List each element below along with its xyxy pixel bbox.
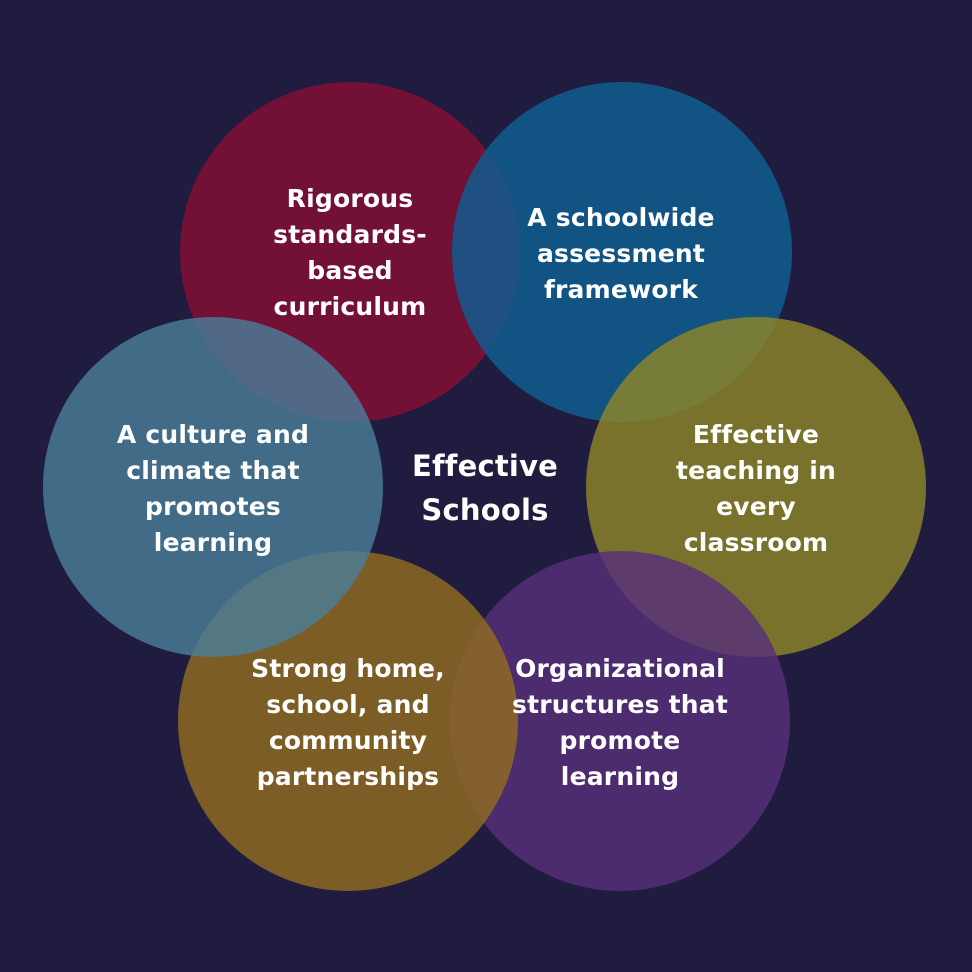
circle-culture bbox=[43, 317, 383, 657]
label-curriculum: Rigorous standards- based curriculum bbox=[273, 184, 427, 321]
label-partnerships: Strong home, school, and community partn… bbox=[251, 654, 445, 791]
circle-organizational bbox=[450, 551, 790, 891]
center-title: Effective Schools bbox=[411, 449, 559, 527]
label-assessment: A schoolwide assessment framework bbox=[527, 203, 715, 304]
label-teaching: Effective teaching in every classroom bbox=[676, 420, 836, 557]
label-culture: A culture and climate that promotes lear… bbox=[116, 420, 310, 557]
label-organizational: Organizational structures that promote l… bbox=[512, 654, 728, 791]
